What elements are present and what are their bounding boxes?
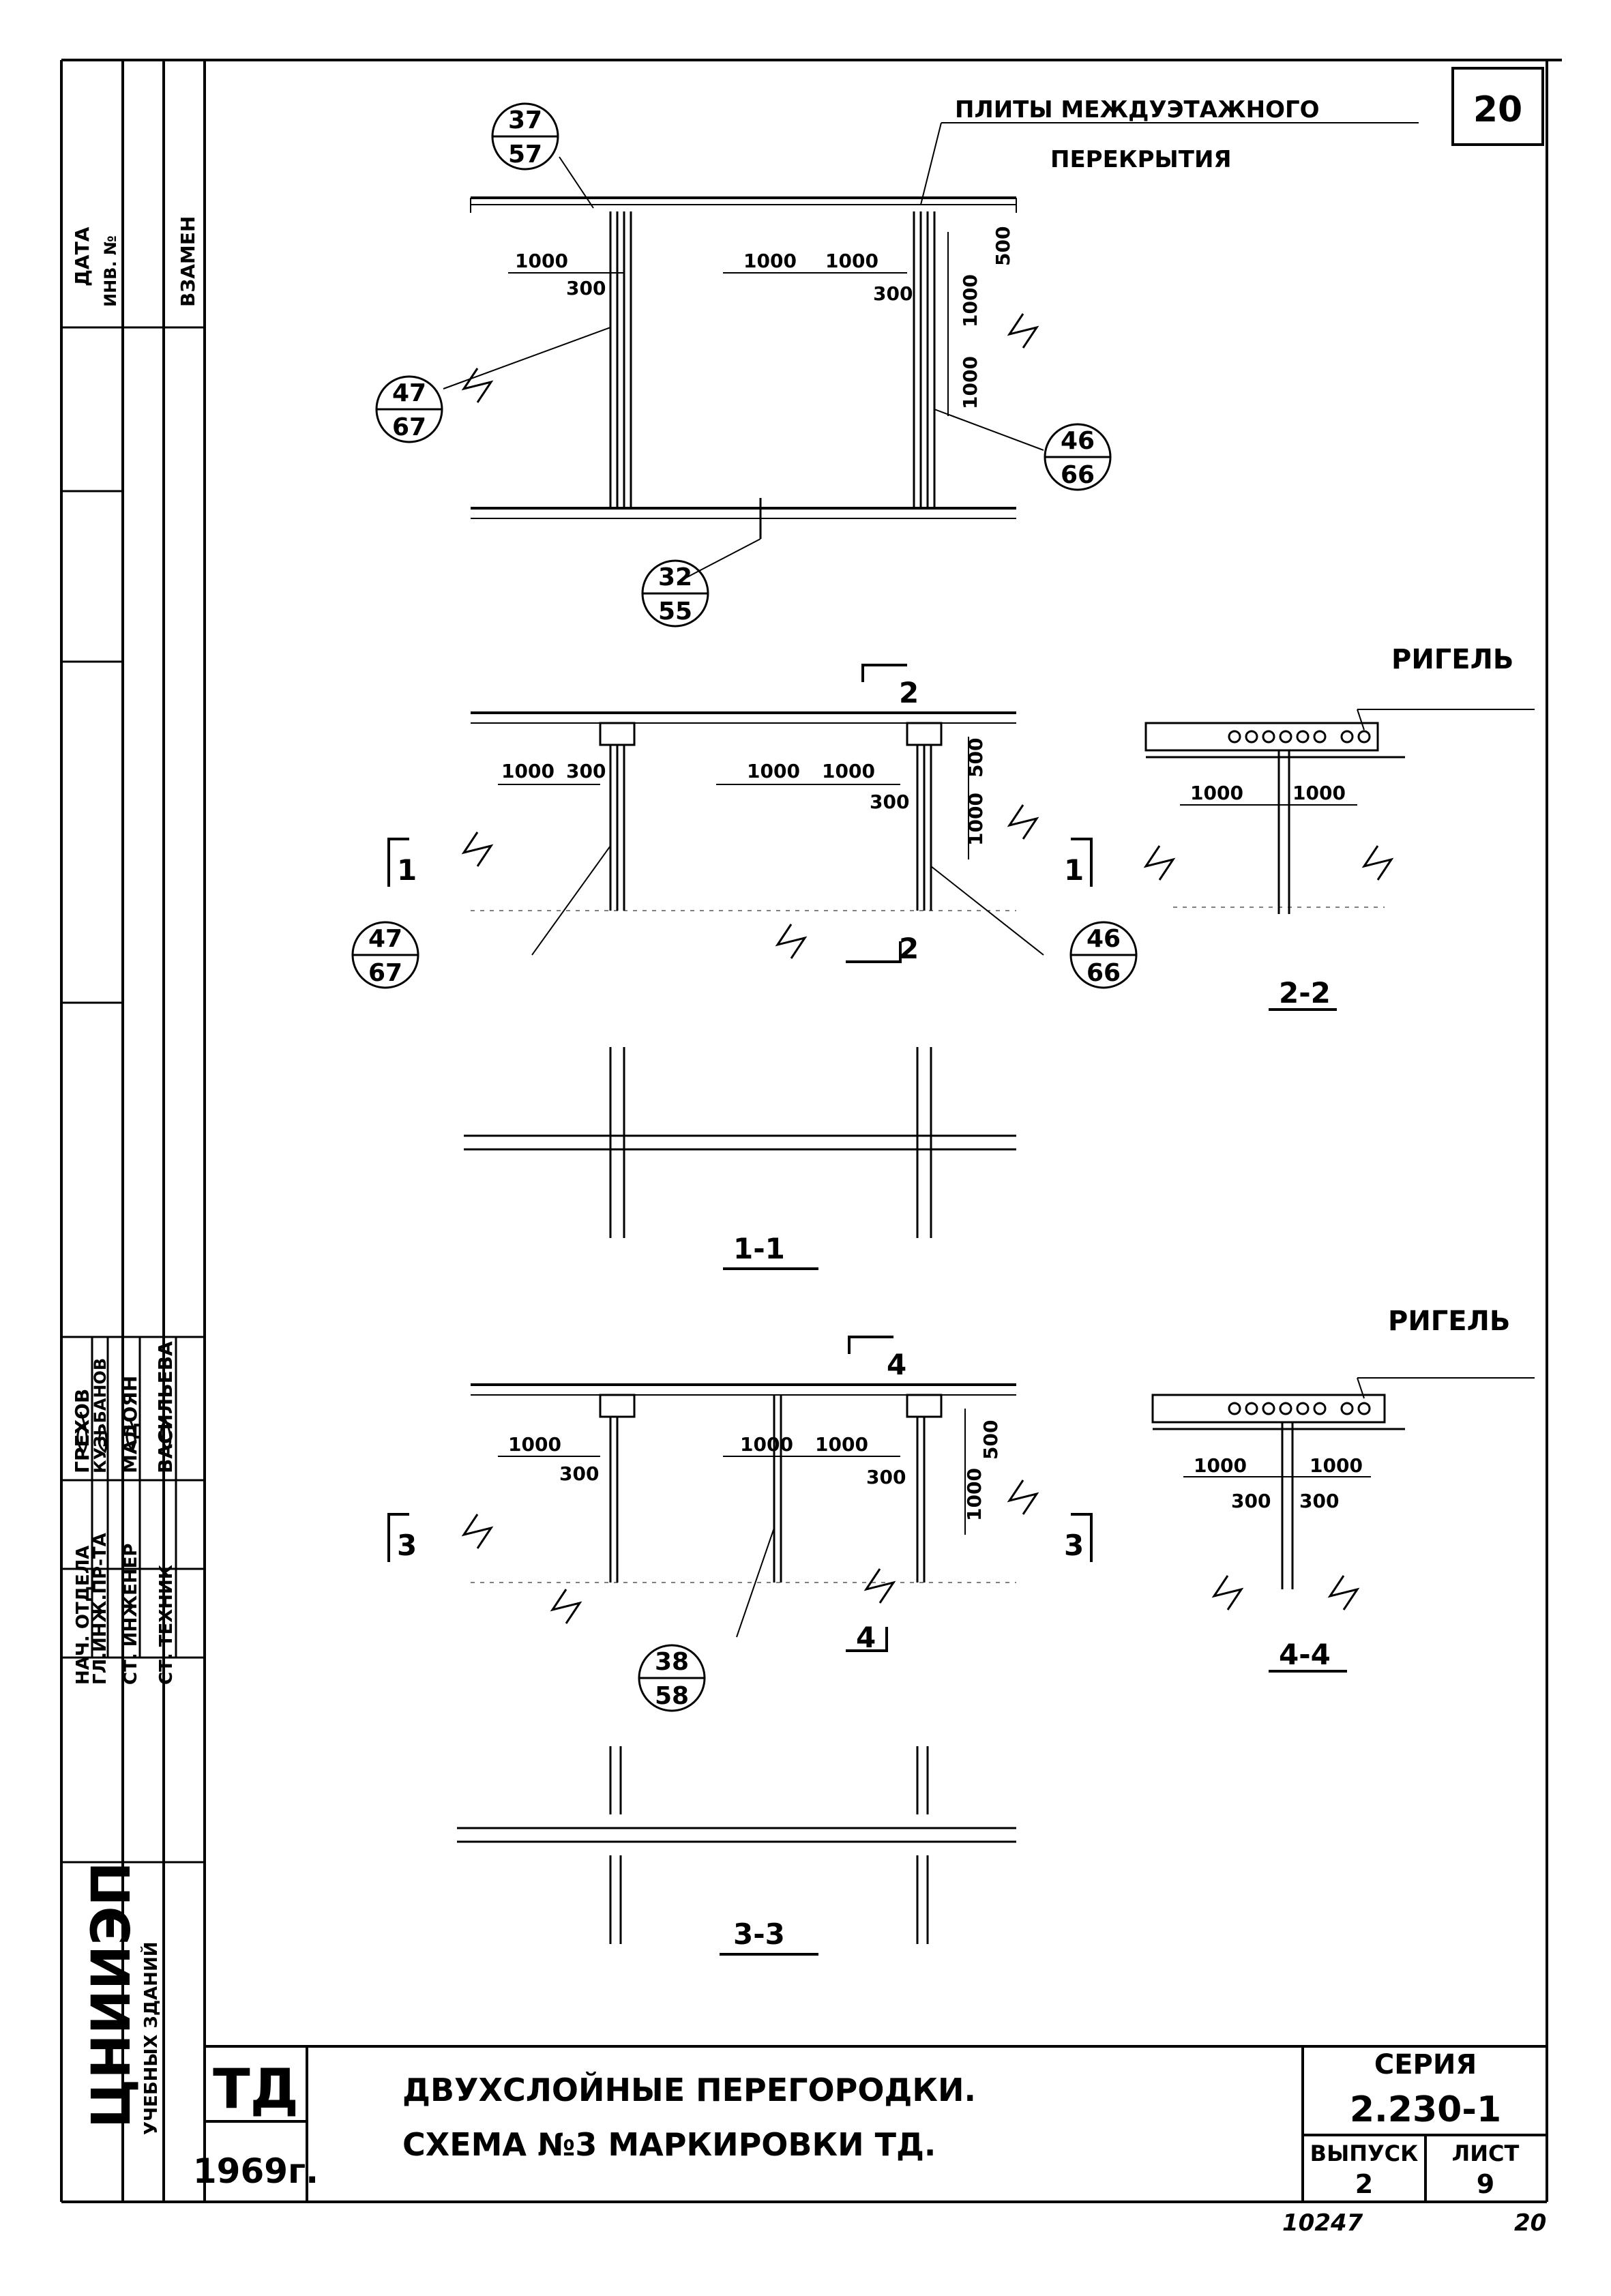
section22-dim-0: 1000	[1190, 782, 1243, 804]
section44-label: РИГЕЛЬ	[1388, 1306, 1510, 1337]
sig-name-3: ВАСИЛЬЕВА	[154, 1341, 177, 1473]
plan2-tag-0-top: 47	[368, 925, 402, 953]
plan1-tag-1-top: 47	[392, 379, 426, 407]
slabs-label-2: ПЕРЕКРЫТИЯ	[1050, 146, 1232, 173]
plan2-dim-2: 1000	[747, 760, 800, 782]
plan1-dim-5: 1000	[959, 274, 981, 327]
plan3-dim-1: 300	[559, 1462, 599, 1485]
archive-number: 10247	[1282, 2209, 1363, 2237]
plan1-dim-1: 300	[566, 277, 606, 299]
section-2-2	[1143, 709, 1535, 1011]
slabs-label-1: ПЛИТЫ МЕЖДУЭТАЖНОГО	[955, 96, 1320, 123]
plan1-tag-3-bottom: 55	[658, 598, 692, 625]
plan3-tag-0-bottom: 58	[655, 1682, 689, 1710]
side-panel: ДАТА ИНВ. № ВЗАМЕН НАЧ. ОТДЕЛА ГЛ.ИНЖ.ПР…	[61, 216, 205, 2135]
sig-role-3: СТ. ТЕХНИК	[156, 1565, 177, 1685]
section44-dim-2: 300	[1231, 1490, 1271, 1512]
sig-role-0: НАЧ. ОТДЕЛА	[73, 1546, 93, 1685]
plan3-section-right: 3	[1064, 1529, 1084, 1562]
sheet-frame	[60, 59, 1562, 2203]
plan3-dim-3: 1000	[815, 1433, 868, 1456]
plan1-tag-0-bottom: 57	[508, 141, 542, 168]
section22-title: 2-2	[1279, 976, 1331, 1010]
sig-role-1: ГЛ.ИНЖ.ПР-ТА	[90, 1533, 110, 1685]
org-bottom: УЧЕБНЫХ ЗДАНИЙ	[140, 1942, 162, 2135]
sig-name-2: МАДОЯН	[119, 1376, 141, 1473]
plan2-dim-6: 500	[964, 738, 987, 778]
plan1-tag-2-top: 46	[1061, 427, 1095, 455]
plan2-mark-top: 2	[899, 676, 919, 709]
title-block	[205, 2045, 1547, 2202]
plan3-dim-5: 1000	[963, 1468, 986, 1521]
section44-dim-3: 300	[1299, 1490, 1339, 1512]
series-label: СЕРИЯ	[1374, 2049, 1477, 2080]
plan2-dim-5: 1000	[964, 793, 987, 846]
title-line-2: СХЕМА №3 МАРКИРОВКИ ТД.	[402, 2126, 936, 2163]
issue-label: ВЫПУСК	[1310, 2140, 1419, 2166]
handwritten-signatures	[76, 1411, 172, 1455]
sheet-value: 9	[1477, 2169, 1494, 2199]
plan2-section-left: 1	[397, 853, 417, 887]
plan1-tag-1-bottom: 67	[392, 413, 426, 441]
plan-1	[375, 102, 1419, 628]
plan3-dim-4: 300	[866, 1466, 906, 1488]
plan1-dim-0: 1000	[515, 250, 568, 272]
org-top: ЦНИИЭП	[81, 1861, 143, 2128]
plan2-dim-1: 300	[566, 760, 606, 782]
section44-dim-0: 1000	[1194, 1454, 1247, 1477]
title-year: 1969г.	[193, 2151, 319, 2191]
plan2-tag-0-bottom: 67	[368, 959, 402, 987]
plan3-section-left: 3	[397, 1529, 417, 1562]
plan2-tag-1-top: 46	[1087, 925, 1121, 953]
replace-label: ВЗАМЕН	[177, 216, 199, 307]
sheet-number-bottom: 20	[1514, 2209, 1546, 2237]
sig-name-0: ГРЕХОВ	[71, 1389, 93, 1473]
section22-dim-1: 1000	[1292, 782, 1346, 804]
plan2-mark-bottom: 2	[899, 932, 919, 965]
plan2-dim-3: 1000	[822, 760, 875, 782]
section-4-4	[1151, 1377, 1535, 1673]
inv-no-label: ИНВ. №	[101, 235, 120, 307]
series-value: 2.230-1	[1350, 2089, 1501, 2130]
ригель-holes-1	[1228, 730, 1371, 744]
plan1-dim-6: 1000	[959, 356, 981, 409]
plan3-dim-6: 500	[979, 1420, 1002, 1460]
section44-dim-1: 1000	[1310, 1454, 1363, 1477]
section11-title: 1-1	[733, 1232, 785, 1265]
title-line-1: ДВУХСЛОЙНЫЕ ПЕРЕГОРОДКИ.	[402, 2072, 976, 2108]
plan2-dim-4: 300	[870, 791, 909, 813]
plan1-dim-4: 300	[873, 282, 913, 305]
title-code: ТД	[213, 2057, 299, 2121]
section-3-3	[457, 1746, 1016, 1956]
sig-name-1: КУЗЬБАНОВ	[91, 1358, 110, 1473]
sig-role-2: СТ. ИНЖЕНЕР	[121, 1544, 141, 1685]
sheet-number-box: 20	[1451, 67, 1544, 146]
plan3-mark-bottom: 4	[856, 1621, 876, 1654]
plan3-dim-0: 1000	[508, 1433, 561, 1456]
issue-value: 2	[1355, 2169, 1373, 2199]
plan1-dim-3: 1000	[825, 250, 878, 272]
section33-title: 3-3	[733, 1917, 785, 1951]
date-label: ДАТА	[71, 226, 93, 286]
plan-3	[387, 1336, 1093, 1712]
section22-label: РИГЕЛЬ	[1391, 644, 1513, 675]
plan1-dim-7: 500	[992, 226, 1014, 266]
plan-2	[351, 664, 1138, 989]
plan3-tag-0-top: 38	[655, 1648, 689, 1676]
plan1-tag-3-top: 32	[658, 563, 692, 591]
section44-title: 4-4	[1279, 1638, 1331, 1671]
plan1-tag-0-top: 37	[508, 106, 542, 134]
plan3-mark-top: 4	[887, 1348, 906, 1381]
plan1-tag-2-bottom: 66	[1061, 461, 1095, 489]
plan1-dim-2: 1000	[743, 250, 797, 272]
section-1-1	[464, 1047, 1016, 1270]
sheet-label: ЛИСТ	[1452, 2140, 1520, 2166]
plan2-tag-1-bottom: 66	[1087, 959, 1121, 987]
plan2-dim-0: 1000	[501, 760, 555, 782]
plan3-dim-2: 1000	[740, 1433, 793, 1456]
sheet-number-top: 20	[1473, 89, 1522, 130]
plan2-section-right: 1	[1064, 853, 1084, 887]
ригель-holes-2	[1228, 1402, 1371, 1415]
